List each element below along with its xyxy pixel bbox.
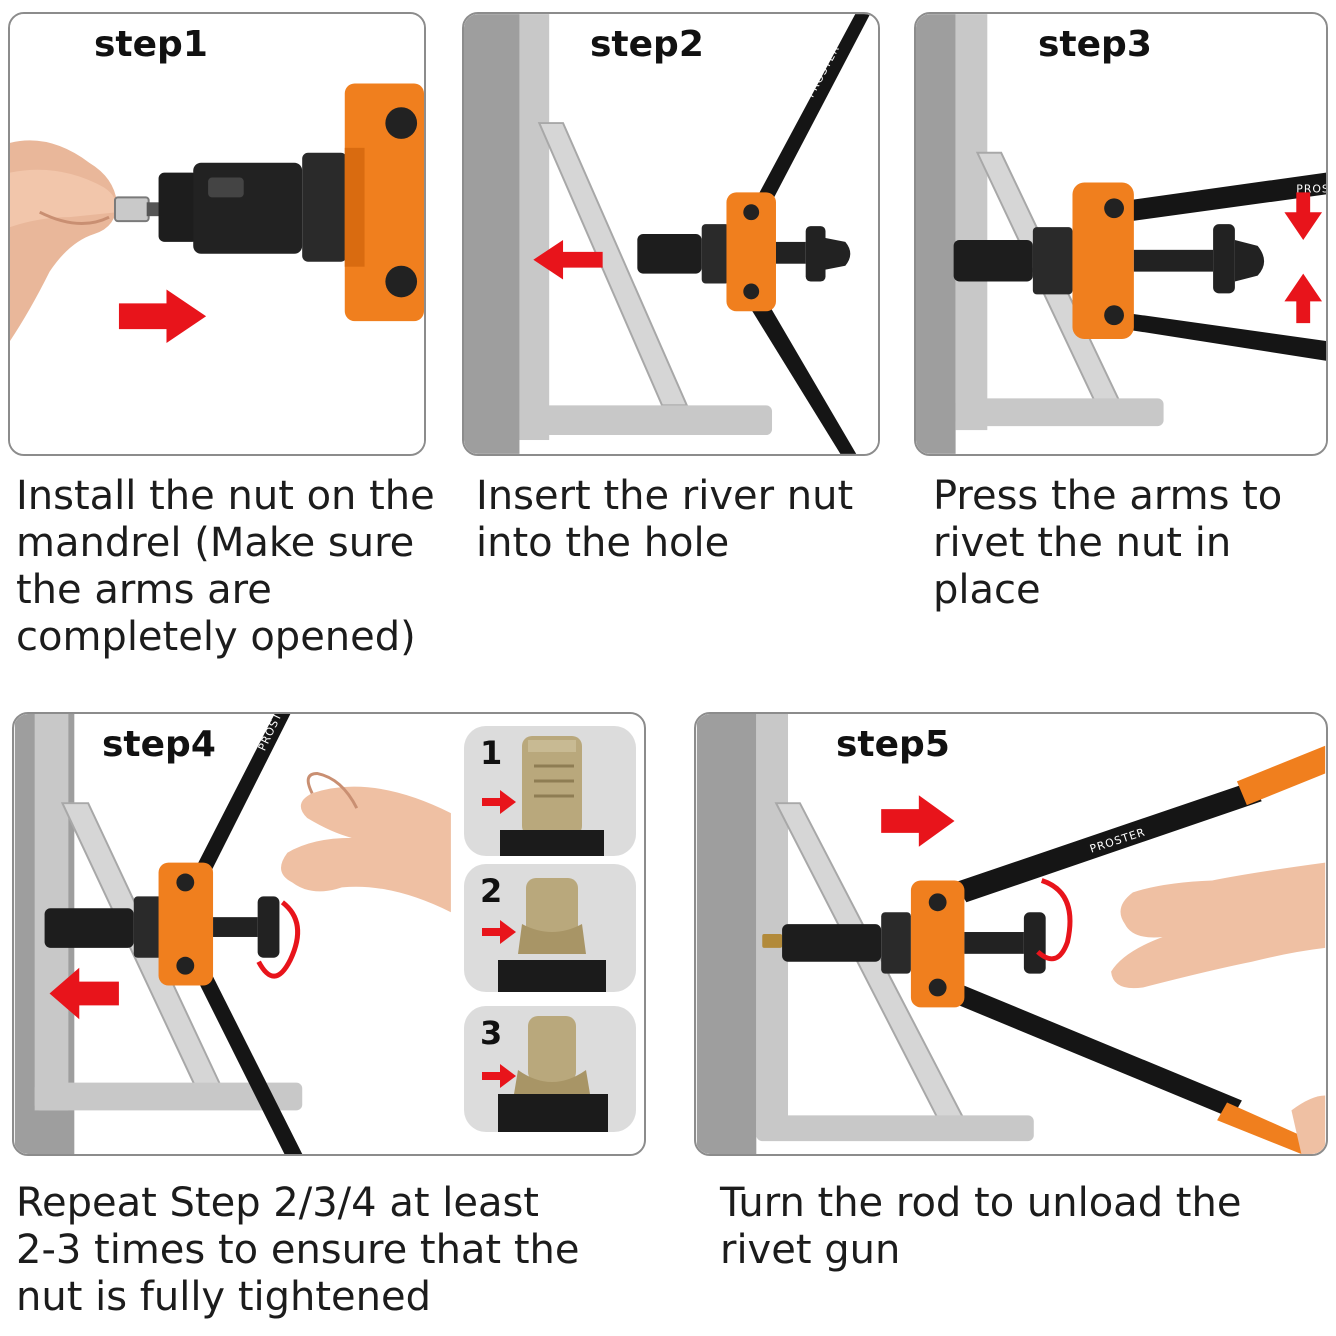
hand-icon (281, 771, 451, 913)
step-title: step4 (102, 724, 216, 765)
rotation-arrow-icon (256, 900, 301, 979)
caption-line: the arms are (16, 567, 272, 613)
tightening-stage-card: 1 (464, 726, 636, 856)
brand-label: PROSTER (1296, 182, 1326, 195)
rotation-arrow-icon (1036, 878, 1073, 962)
direction-arrow-icon (118, 289, 207, 343)
step2-panel: PROSTER step2 (462, 12, 880, 456)
rivet-tool-icon (44, 862, 280, 986)
caption-line: place (933, 567, 1041, 613)
tightening-stage-card: 2 (464, 864, 636, 992)
direction-arrow-icon (1284, 192, 1323, 240)
rivet-tool-icon (637, 192, 851, 312)
bracket (519, 14, 773, 441)
step3-illustration: PROSTER (916, 14, 1326, 454)
step1-caption: Install the nut on the mandrel (Make sur… (16, 473, 435, 661)
step5-illustration: PROSTER (696, 714, 1326, 1154)
rivet-tool-icon (953, 182, 1265, 339)
hand-icon (1111, 862, 1326, 1154)
stage-number: 1 (480, 734, 503, 772)
step5-panel: PROSTER step5 (694, 712, 1328, 1156)
caption-line: Insert the river nut (476, 473, 854, 519)
direction-arrow-icon (533, 239, 603, 280)
step-title: step2 (590, 24, 704, 65)
caption-line: Press the arms to (933, 473, 1283, 519)
rivet-nut-icon (482, 878, 606, 992)
stage-number: 3 (480, 1014, 503, 1052)
caption-line: rivet the nut in (933, 520, 1232, 566)
step1-illustration (10, 14, 424, 454)
step4-panel: PROSTER step4 1 (12, 712, 646, 1156)
rivet-nut-icon (482, 736, 604, 856)
caption-line: Install the nut on the (16, 473, 435, 519)
caption-line: mandrel (Make sure (16, 520, 415, 566)
tightening-stage-card: 3 (464, 1006, 636, 1132)
caption-line: into the hole (476, 520, 730, 566)
caption-line: completely opened) (16, 614, 416, 660)
caption-line: 2-3 times to ensure that the (16, 1227, 580, 1273)
step2-illustration: PROSTER (464, 14, 878, 454)
direction-arrow-icon (49, 967, 119, 1020)
step-title: step3 (1038, 24, 1152, 65)
rivet-tool-icon (762, 880, 1046, 1008)
step1-panel: step1 (8, 12, 426, 456)
caption-line: Turn the rod to unload the (720, 1180, 1242, 1226)
direction-arrow-icon (881, 795, 955, 847)
step-title: step5 (836, 724, 950, 765)
rivet-tool-icon (158, 83, 424, 322)
caption-line: nut is fully tightened (16, 1274, 431, 1320)
direction-arrow-icon (1284, 273, 1323, 324)
step2-caption: Insert the river nut into the hole (476, 473, 853, 567)
caption-line: Repeat Step 2/3/4 at least (16, 1180, 539, 1226)
step3-caption: Press the arms to rivet the nut in place (933, 473, 1282, 614)
step5-caption: Turn the rod to unload the rivet gun (720, 1180, 1241, 1274)
rivet-nut-icon (482, 1016, 608, 1132)
step4-caption: Repeat Step 2/3/4 at least 2-3 times to … (16, 1180, 579, 1321)
stage-number: 2 (480, 872, 503, 910)
step-title: step1 (94, 24, 208, 65)
caption-line: rivet gun (720, 1227, 901, 1273)
step3-panel: PROSTER step3 (914, 12, 1328, 456)
hand-icon (10, 140, 118, 341)
